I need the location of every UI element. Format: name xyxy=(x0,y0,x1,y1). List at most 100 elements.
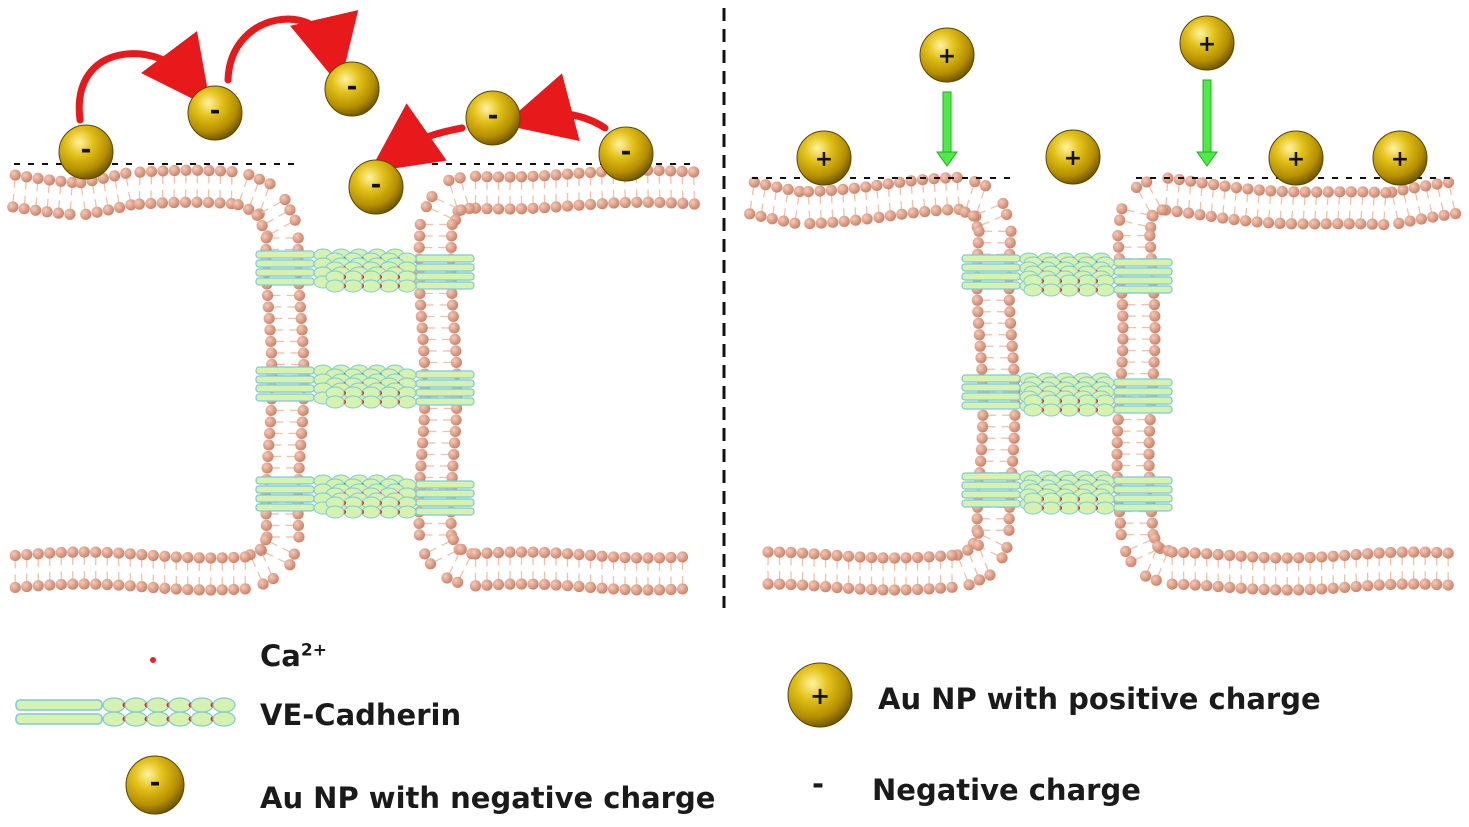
lipid-head xyxy=(607,551,620,563)
lipid-head xyxy=(785,546,797,559)
lipid-head xyxy=(168,196,180,209)
lipid-head xyxy=(1009,409,1021,421)
lipid-head xyxy=(449,437,461,449)
lipid-head xyxy=(1149,310,1161,322)
cadherin-domain xyxy=(212,711,236,727)
lipid-head xyxy=(550,547,562,559)
lipid-head xyxy=(848,182,860,194)
lipid-head xyxy=(455,204,467,216)
cadherin-rod xyxy=(255,259,315,268)
lipid-tail xyxy=(785,194,789,203)
lipid-head xyxy=(1380,187,1392,199)
lipid-head xyxy=(288,548,300,560)
lipid-tail xyxy=(1361,196,1364,205)
cadherin-rod xyxy=(15,699,103,711)
lipid-tail xyxy=(116,194,120,203)
lipid-head xyxy=(1247,551,1259,563)
lipid-head xyxy=(1316,583,1328,595)
cadherin-domain xyxy=(361,279,381,293)
lipid-head xyxy=(21,548,33,561)
cadherin-domain xyxy=(343,395,363,409)
cadherin-domain xyxy=(361,395,381,409)
hop-arrow-1 xyxy=(75,30,212,124)
lipid-tail xyxy=(1157,567,1162,576)
left-junction-2 xyxy=(255,364,475,409)
lipid-head xyxy=(191,164,204,176)
lipid-head xyxy=(102,204,114,216)
lipid-tail xyxy=(12,193,15,203)
lipid-tail xyxy=(1129,545,1138,550)
lipid-tail xyxy=(1384,197,1387,206)
lipid-head xyxy=(1166,546,1178,558)
lipid-head xyxy=(884,210,896,222)
lipid-tail xyxy=(251,559,257,567)
lipid-tail xyxy=(1360,210,1363,219)
lipid-head xyxy=(951,171,963,184)
cadherin-domain xyxy=(168,711,192,727)
lipid-tail xyxy=(47,184,50,193)
lipid-head xyxy=(854,551,866,563)
lipid-head xyxy=(825,184,837,196)
lipid-head xyxy=(911,551,924,564)
lipid-tail xyxy=(239,192,244,201)
lipid-head xyxy=(180,164,192,176)
lipid-head xyxy=(243,168,255,181)
lipid-head xyxy=(911,583,924,596)
legend-calcium-label: Ca2+ xyxy=(260,639,327,673)
lipid-head xyxy=(1270,552,1282,564)
lipid-head xyxy=(831,549,843,562)
lipid-head xyxy=(179,196,192,208)
cadherin-domain xyxy=(343,505,363,519)
lipid-head xyxy=(676,583,689,595)
lipid-head xyxy=(265,335,277,348)
lipid-head xyxy=(293,289,306,302)
lipid-tail xyxy=(105,196,109,206)
lipid-head xyxy=(414,287,426,300)
lipid-head xyxy=(226,166,238,178)
lipid-head xyxy=(1385,578,1397,591)
lipid-head xyxy=(419,548,431,560)
lipid-tail xyxy=(265,552,274,557)
lipid-tail xyxy=(464,195,469,204)
lipid-tail xyxy=(965,199,970,208)
lipid-tail xyxy=(1211,189,1214,198)
lipid-head xyxy=(785,578,797,591)
lipid-tail xyxy=(1199,201,1202,210)
cadherin-rod xyxy=(1113,285,1173,294)
cadherin-rod xyxy=(255,268,315,277)
lipid-tail xyxy=(1245,207,1248,216)
lipid-head xyxy=(1112,241,1125,253)
negative-charge-sign: - xyxy=(621,137,632,167)
lipid-head xyxy=(973,225,985,237)
lipid-tail xyxy=(430,208,439,213)
lipid-head xyxy=(923,583,935,595)
lipid-head xyxy=(1120,545,1132,558)
lipid-head xyxy=(21,171,33,183)
lipid-head xyxy=(260,534,272,546)
cadherin-domain xyxy=(168,697,192,713)
lipid-head xyxy=(504,203,516,215)
lipid-head xyxy=(1007,444,1020,456)
lipid-head xyxy=(449,333,461,346)
lipid-head xyxy=(984,569,996,581)
cadherin-rod xyxy=(1113,485,1173,494)
lipid-head xyxy=(44,547,56,559)
lipid-head xyxy=(1114,517,1126,529)
lipid-head xyxy=(463,202,475,215)
lipid-head xyxy=(923,551,935,563)
lipid-tail xyxy=(946,196,948,205)
lipid-head xyxy=(962,544,974,556)
cadherin-rod xyxy=(415,370,475,379)
lipid-head xyxy=(136,581,148,593)
gold-sphere xyxy=(58,124,114,180)
lipid-head xyxy=(1373,579,1385,591)
lipid-tail xyxy=(260,201,265,210)
lipid-head xyxy=(214,165,227,177)
legend-calcium-dot xyxy=(150,657,156,663)
lipid-head xyxy=(877,584,889,596)
lipid-head xyxy=(997,197,1009,210)
lipid-head xyxy=(263,439,275,451)
lipid-head xyxy=(665,165,677,177)
lipid-head xyxy=(808,580,820,592)
lipid-head xyxy=(1146,517,1158,529)
